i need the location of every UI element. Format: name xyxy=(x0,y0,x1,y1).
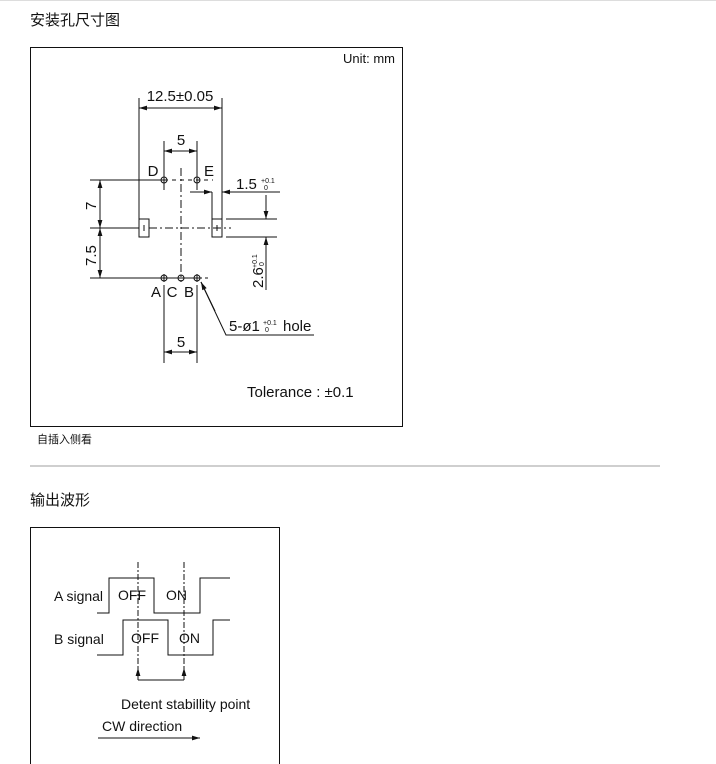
drawing-frame xyxy=(30,47,403,427)
slot-left xyxy=(138,218,150,238)
dim-width: 12.5±0.05 xyxy=(147,88,214,105)
pin-b-label: B xyxy=(184,284,194,301)
a-on-label: ON xyxy=(166,587,187,603)
dim-slot-width-tol-low: 0 xyxy=(264,185,268,192)
hole-tol-low: 0 xyxy=(265,327,269,334)
direction-label: CW direction xyxy=(102,718,182,734)
section-title-output-waveform: 输出波形 xyxy=(30,491,91,509)
pin-c-label: C xyxy=(167,284,178,301)
unit-label: Unit: mm xyxy=(343,51,395,66)
a-off-label: OFF xyxy=(118,587,146,603)
b-on-label: ON xyxy=(179,630,200,646)
a-signal-wave xyxy=(97,577,230,614)
dim-lower: 7.5 xyxy=(83,245,100,266)
dim-slot-width: 1.5 xyxy=(236,176,257,193)
a-signal-label: A signal xyxy=(54,588,103,604)
dim-top-pitch: 5 xyxy=(177,132,185,149)
b-off-label: OFF xyxy=(131,630,159,646)
dim-slot-width-tol: +0.1 xyxy=(261,178,275,185)
detent-label: Detent stabillity point xyxy=(121,696,250,712)
hole-tol: +0.1 xyxy=(263,320,277,327)
hole-label: 5-ø1 xyxy=(229,318,260,335)
dim-upper: 7 xyxy=(83,202,100,210)
b-signal-label: B signal xyxy=(54,631,104,647)
top-border xyxy=(0,0,716,1)
tolerance-note: Tolerance : ±0.1 xyxy=(247,384,354,401)
dim-bottom-pitch: 5 xyxy=(177,334,185,351)
dim-slot-height-tol: +0.1 xyxy=(252,254,259,268)
pin-a-label: A xyxy=(151,284,161,301)
section-divider xyxy=(30,465,660,467)
slot-right xyxy=(211,218,223,238)
section-title-mounting-holes: 安装孔尺寸图 xyxy=(30,11,121,29)
dim-slot-height: 2.6 xyxy=(250,267,267,288)
hole-suffix: hole xyxy=(283,318,311,335)
dim-slot-height-tol-low: 0 xyxy=(259,262,266,266)
pin-d-label: D xyxy=(148,163,159,180)
pin-e-label: E xyxy=(204,163,214,180)
output-waveform-diagram: A signal OFF ON B signal OFF ON Detent s… xyxy=(30,527,280,764)
mounting-caption: 自插入侧看 xyxy=(37,433,92,446)
b-signal-wave xyxy=(97,619,230,656)
